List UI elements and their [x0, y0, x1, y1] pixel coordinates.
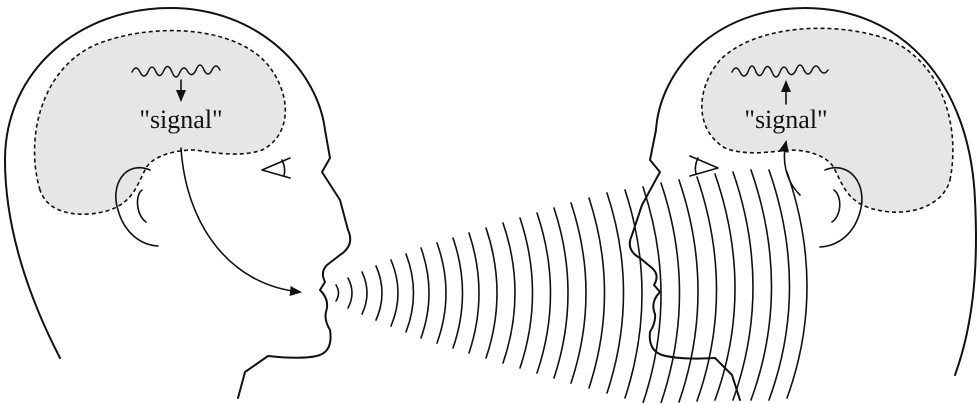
sound-waves	[336, 170, 807, 403]
right-signal-label: "signal"	[744, 105, 827, 134]
right-eye	[690, 156, 718, 176]
left-signal-label: "signal"	[139, 105, 222, 134]
left-ear-inner	[137, 190, 146, 222]
left-head: "signal"	[5, 8, 350, 398]
right-ear-inner	[832, 190, 840, 222]
left-speech-path-arrow	[181, 148, 300, 292]
left-eye	[262, 158, 290, 178]
